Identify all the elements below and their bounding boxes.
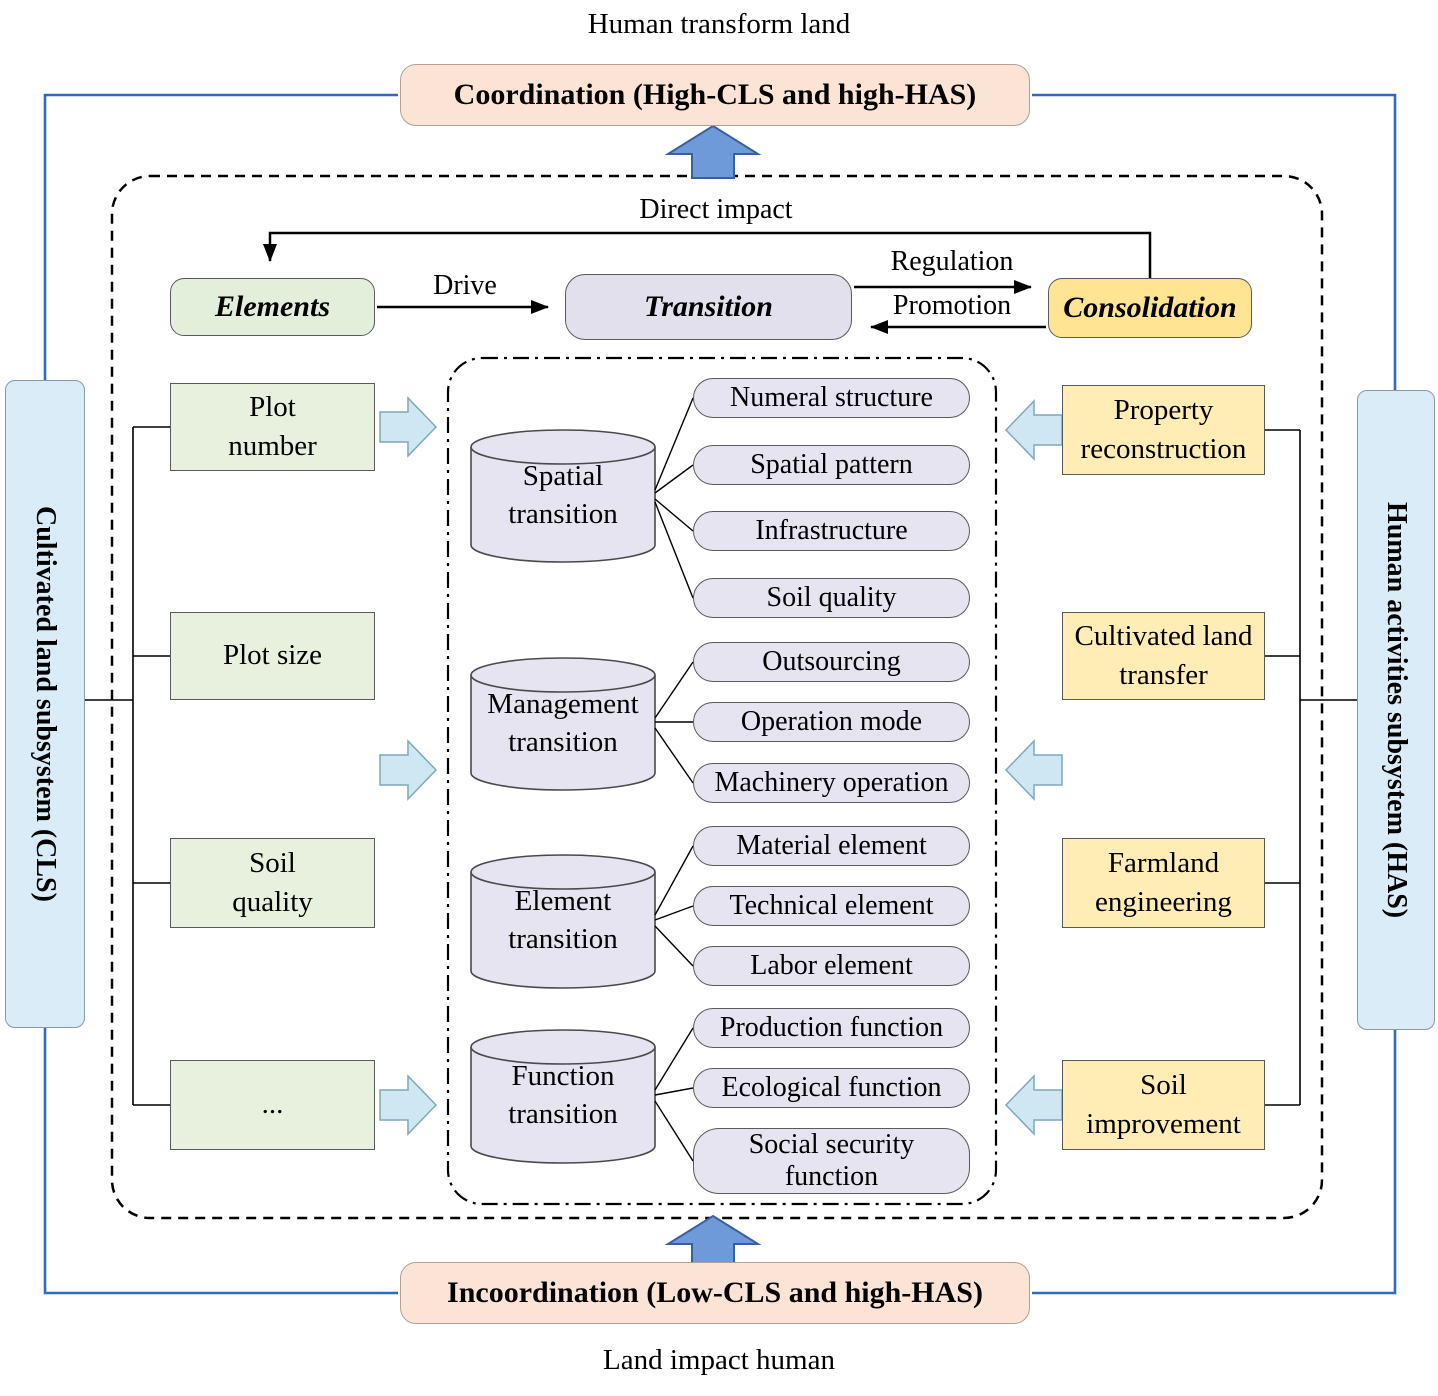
consolidation-item-soil-improvement: Soil improvement [1062,1060,1265,1150]
leaf-label: Spatial pattern [750,448,913,480]
management-connectors [654,661,694,784]
drive-label: Drive [433,270,497,301]
spatial-transition-label: Spatial transition [478,456,648,536]
bottom-caption: Land impact human [603,1343,835,1376]
leaf-label: Infrastructure [755,514,908,546]
block-arrow-left-1 [379,396,438,458]
leaf-material-element: Material element [693,826,970,866]
transition-header: Transition [565,274,852,340]
leaf-label: Labor element [750,949,913,981]
leaf-label: Numeral structure [730,381,933,413]
consolidation-item-label: Farmland engineering [1095,846,1232,918]
consolidation-header: Consolidation [1048,278,1252,338]
leaf-technical-element: Technical element [693,886,970,926]
leaf-infrastructure: Infrastructure [693,511,970,551]
leaf-label: Social security function [748,1128,915,1192]
elements-header: Elements [170,278,375,336]
element-item-label: Plot number [228,390,317,462]
direct-impact-arrow [263,231,1152,278]
right-bracket [1265,429,1357,1106]
dashdot-boundary [446,356,998,1206]
element-connectors [654,845,694,967]
element-item-soil-quality: Soil quality [170,838,375,928]
element-item-label: ... [261,1088,284,1121]
consolidation-item-label: Soil improvement [1086,1068,1241,1140]
frame-line-bottom-left [43,1026,398,1295]
leaf-soil-quality: Soil quality [693,578,970,618]
coordination-banner: Coordination (High-CLS and high-HAS) [400,64,1030,126]
cylinder-label-text: Element transition [508,885,618,955]
top-caption: Human transform land [587,7,851,40]
block-arrow-left-2 [379,739,438,801]
leaf-label: Material element [736,829,927,861]
cylinder-function-transition [470,1029,656,1164]
spatial-connectors [654,397,694,599]
management-transition-label: Management transition [478,684,648,764]
element-item-label: Plot size [222,639,323,672]
consolidation-item-cultivated-land-transfer: Cultivated land transfer [1062,612,1265,700]
function-transition-label: Function transition [478,1056,648,1136]
has-subsystem-box: Human activities subsystem (HAS) [1357,390,1435,1030]
cylinder-label-text: Management transition [487,688,639,758]
frame-line-top-left [43,93,398,382]
element-item-ellipsis: ... [170,1060,375,1150]
cls-subsystem-box: Cultivated land subsystem (CLS) [5,380,85,1028]
leaf-label: Machinery operation [714,766,949,798]
up-arrow-bottom [664,1214,762,1265]
leaf-spatial-pattern: Spatial pattern [693,445,970,485]
cylinder-element-transition [470,854,656,989]
block-arrow-left-3 [379,1074,438,1136]
consolidation-item-label: Cultivated land transfer [1074,619,1253,691]
leaf-outsourcing: Outsourcing [693,642,970,682]
cylinder-spatial-transition [470,429,656,563]
block-arrow-right-1 [1004,399,1063,461]
incoordination-banner: Incoordination (Low-CLS and high-HAS) [400,1262,1030,1324]
leaf-production-function: Production function [693,1008,970,1048]
up-arrow-top [664,124,762,179]
leaf-label: Soil quality [766,581,897,613]
direct-impact-label: Direct impact [639,194,793,225]
cylinder-management-transition [470,657,656,791]
function-connectors [654,1027,694,1162]
leaf-social-security-function: Social security function [693,1128,970,1194]
leaf-labor-element: Labor element [693,946,970,986]
left-bracket [85,426,170,1106]
element-item-plot-size: Plot size [170,612,375,700]
leaf-label: Ecological function [721,1071,942,1103]
consolidation-item-property-reconstruction: Property reconstruction [1062,385,1265,475]
consolidation-item-farmland-engineering: Farmland engineering [1062,838,1265,928]
leaf-ecological-function: Ecological function [693,1068,970,1108]
leaf-label: Production function [719,1011,944,1043]
leaf-label: Technical element [729,889,934,921]
regulation-label: Regulation [890,246,1014,277]
block-arrow-right-3 [1004,1074,1063,1136]
leaf-label: Outsourcing [762,645,901,677]
element-item-label: Soil quality [232,846,313,918]
leaf-label: Operation mode [740,705,923,737]
cylinder-label-text: Function transition [508,1060,618,1130]
frame-line-top-right [1032,93,1397,392]
element-transition-label: Element transition [478,881,648,961]
consolidation-item-label: Property reconstruction [1080,393,1247,465]
frame-line-bottom-right [1032,1028,1397,1295]
leaf-machinery-operation: Machinery operation [693,763,970,803]
leaf-operation-mode: Operation mode [693,702,970,742]
leaf-numeral-structure: Numeral structure [693,378,970,418]
element-item-plot-number: Plot number [170,383,375,471]
promotion-label: Promotion [892,290,1012,321]
block-arrow-right-2 [1004,739,1063,801]
cylinder-label-text: Spatial transition [508,460,618,530]
